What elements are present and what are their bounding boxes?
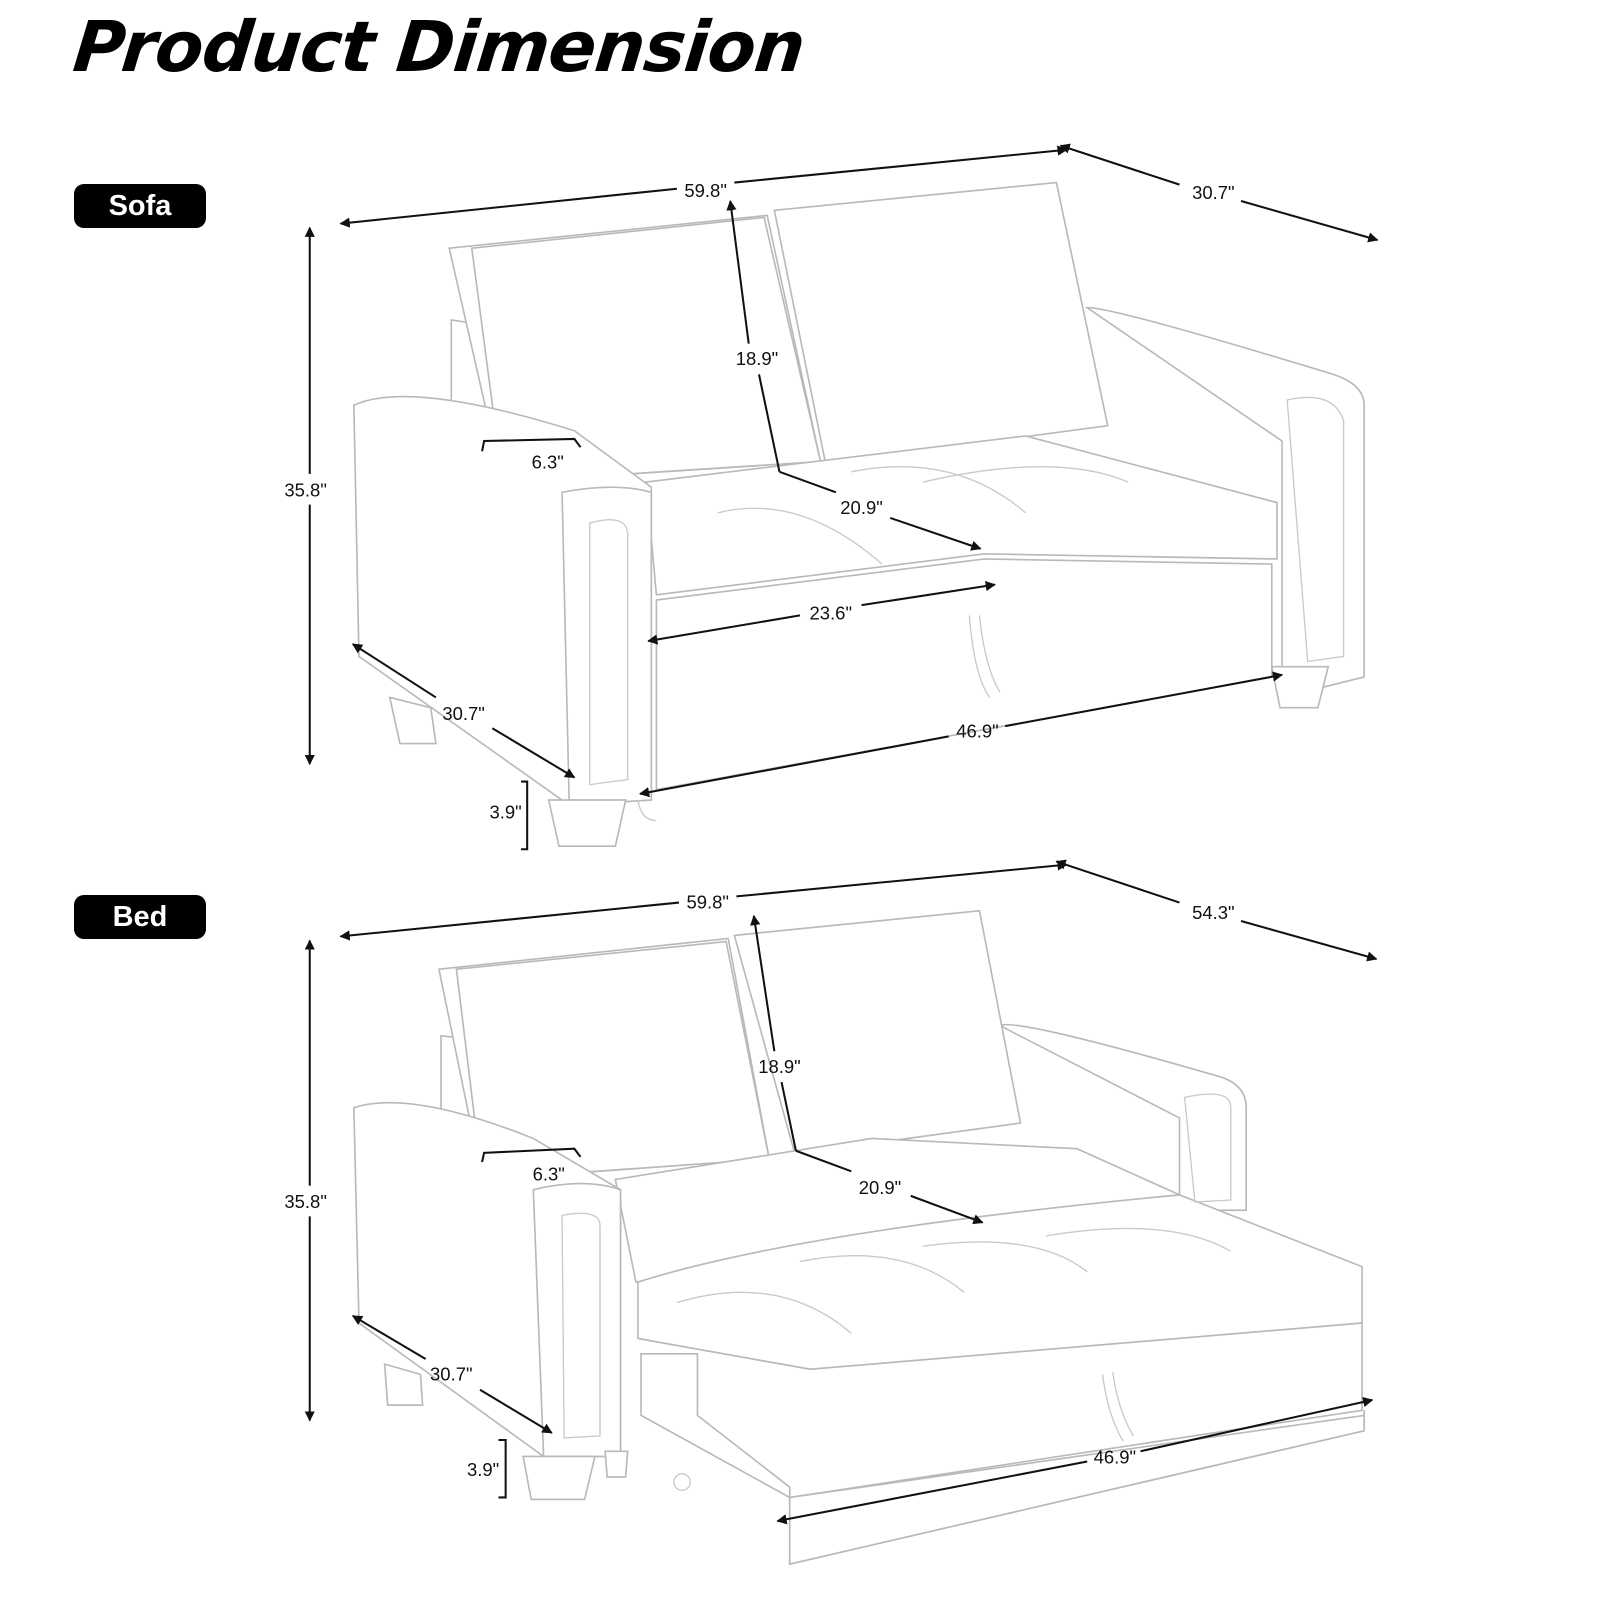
sofa-dimensions <box>304 143 1379 851</box>
sofa-leg-label: 3.9" <box>490 801 522 822</box>
bed-width-label: 59.8" <box>686 892 728 913</box>
sofa-height-label: 35.8" <box>284 479 326 500</box>
bed-depth-top-label: 54.3" <box>1192 902 1234 923</box>
sofa-illustration <box>353 181 1365 847</box>
bed-depth-side-label: 30.7" <box>430 1364 472 1385</box>
sofa-arm-label: 6.3" <box>532 452 564 473</box>
sofa-seat-width-label: 46.9" <box>956 720 998 741</box>
bed-arm-label: 6.3" <box>533 1164 565 1185</box>
sofa-badge: Sofa <box>74 184 206 228</box>
bed-badge: Bed <box>74 895 206 939</box>
sofa-cushion-width-label: 23.6" <box>810 602 852 623</box>
bed-height-label: 35.8" <box>284 1191 326 1212</box>
bed-width-front-label: 46.9" <box>1094 1447 1136 1468</box>
bed-illustration <box>353 909 1365 1566</box>
sofa-depth-side-label: 30.7" <box>442 703 484 724</box>
sofa-backrest-label: 18.9" <box>736 348 778 369</box>
sofa-width-label: 59.8" <box>684 180 726 201</box>
bed-dimensions <box>304 859 1378 1525</box>
sofa-depth-top-label: 30.7" <box>1192 182 1234 203</box>
bed-backrest-label: 18.9" <box>758 1056 800 1077</box>
sofa-seat-depth-label: 20.9" <box>840 497 882 518</box>
bed-leg-label: 3.9" <box>467 1459 499 1480</box>
bed-seat-depth-label: 20.9" <box>859 1177 901 1198</box>
